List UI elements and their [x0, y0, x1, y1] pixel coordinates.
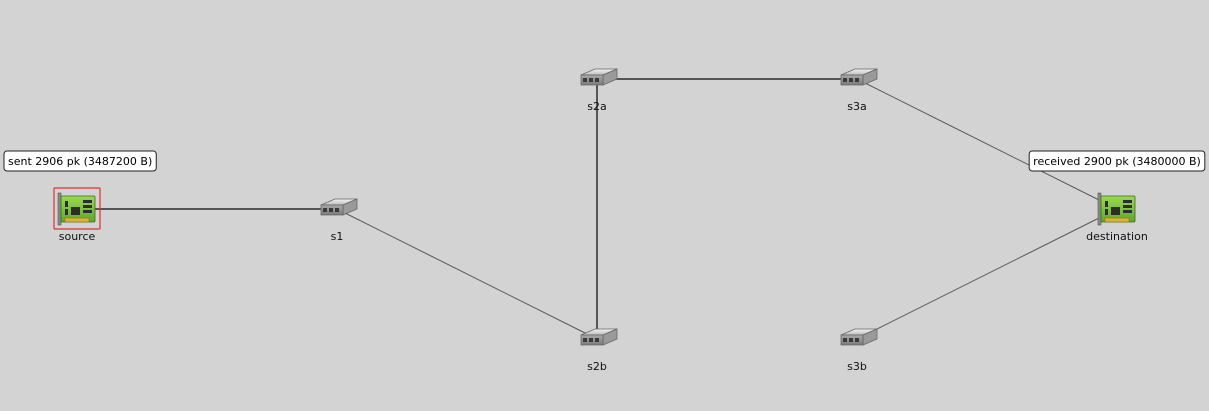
node-label: destination — [1086, 230, 1148, 243]
bubble-box — [1028, 150, 1206, 172]
bubble-box — [3, 150, 157, 172]
status-bubble-source: sent 2906 pk (3487200 B) — [3, 150, 157, 172]
nic-card-icon — [1097, 192, 1136, 226]
link-s1-s2b — [336, 208, 598, 340]
nic-card-icon — [57, 192, 96, 226]
nodes-layer: source s1 s2a s2b s3a s3b destination — [53, 68, 1148, 373]
node-label: s1 — [331, 230, 344, 243]
bubble-text: received 2900 pk (3480000 B) — [1033, 155, 1201, 168]
links-layer — [76, 78, 1118, 340]
selection-box — [53, 187, 101, 230]
switch-icon — [840, 68, 878, 86]
switch-icon — [320, 198, 358, 216]
node-destination[interactable]: destination — [1086, 192, 1148, 243]
node-s3a[interactable]: s3a — [840, 68, 878, 113]
bubble-text: sent 2906 pk (3487200 B) — [8, 155, 152, 168]
link-s3b-destination — [856, 208, 1118, 340]
switch-icon — [580, 68, 618, 86]
status-bubble-destination: received 2900 pk (3480000 B) — [1028, 150, 1206, 172]
bubbles-layer: sent 2906 pk (3487200 B) received 2900 pk… — [3, 150, 1206, 172]
node-s2b[interactable]: s2b — [580, 328, 618, 373]
node-label: s2b — [587, 360, 607, 373]
node-s1[interactable]: s1 — [320, 198, 358, 243]
link-s3a-destination — [856, 78, 1118, 210]
switch-icon — [840, 328, 878, 346]
node-s3b[interactable]: s3b — [840, 328, 878, 373]
node-label: s3a — [847, 100, 866, 113]
node-source[interactable]: source — [53, 187, 101, 243]
node-label: s2a — [587, 100, 606, 113]
switch-icon — [580, 328, 618, 346]
node-s2a[interactable]: s2a — [580, 68, 618, 113]
node-label: s3b — [847, 360, 867, 373]
node-label: source — [59, 230, 96, 243]
